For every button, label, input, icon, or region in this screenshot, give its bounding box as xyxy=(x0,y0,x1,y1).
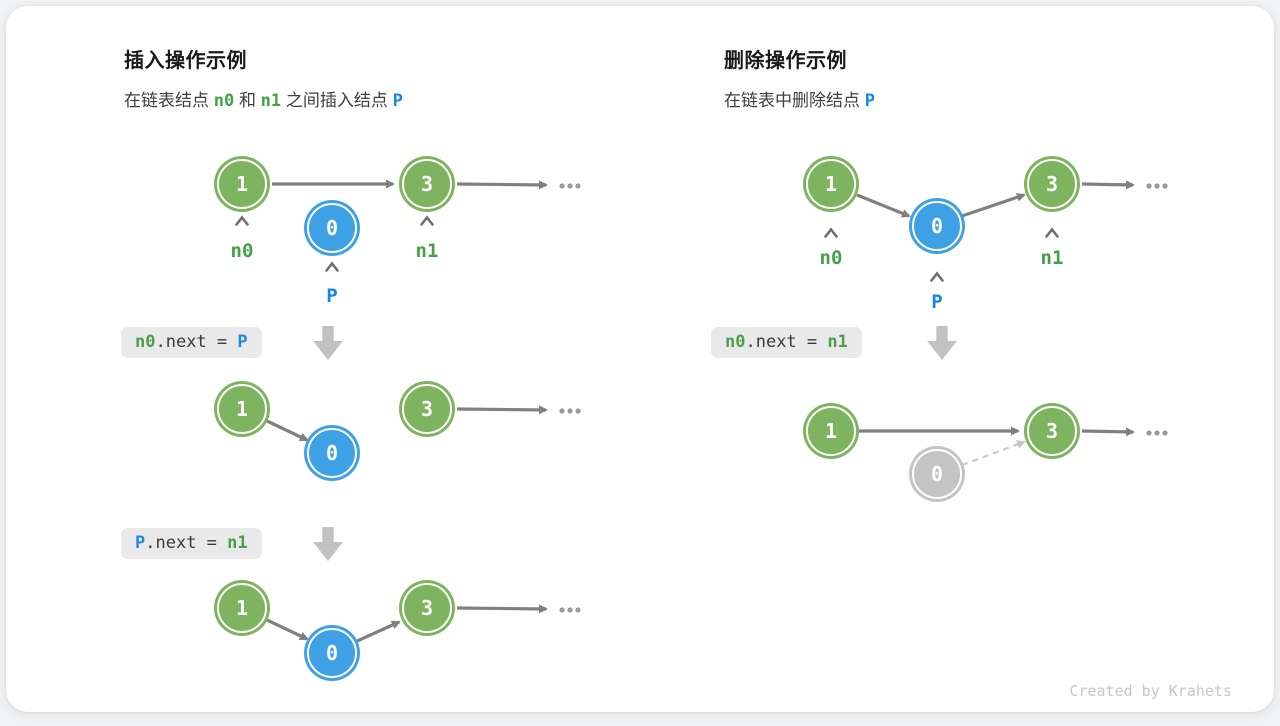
code-label-insert-step2: P.next = n1 xyxy=(121,528,262,559)
block-arrow-down-icon xyxy=(927,326,957,360)
text-token: 和 xyxy=(234,91,261,110)
text-token: 在链表结点 xyxy=(124,91,214,110)
node-value: 1 xyxy=(235,172,249,196)
delete-section-title: 删除操作示例 xyxy=(724,50,847,72)
code-token: n0 xyxy=(725,332,746,352)
list-node-1-green: 1 xyxy=(803,156,859,212)
pointer-label-n1: n1 xyxy=(415,240,439,262)
list-node-3-green: 3 xyxy=(1024,403,1080,459)
pointer-caret-icon xyxy=(235,215,249,226)
code-token: P xyxy=(237,332,248,352)
credit-text: Created by Krahets xyxy=(1069,682,1232,700)
list-node-1-green: 1 xyxy=(214,381,270,437)
node-value: 0 xyxy=(325,216,339,240)
list-node-3-green: 3 xyxy=(399,580,455,636)
pointer-caret-icon xyxy=(325,261,339,272)
node-value: 3 xyxy=(420,596,434,620)
pointer-arrow xyxy=(354,620,401,644)
code-token: n1 xyxy=(227,533,248,553)
pointer-caret-icon xyxy=(420,215,434,226)
pointer-arrow xyxy=(1081,427,1135,437)
list-node-0-blue: 0 xyxy=(909,198,965,254)
pointer-arrow xyxy=(266,419,309,442)
list-node-1-green: 1 xyxy=(214,156,270,212)
pointer-label-P: P xyxy=(931,291,943,313)
code-label-delete-step1: n0.next = n1 xyxy=(711,327,862,358)
node-value: 1 xyxy=(824,172,838,196)
node-value: 1 xyxy=(824,419,838,443)
ellipsis-dot xyxy=(1162,183,1168,189)
list-node-1-green: 1 xyxy=(214,580,270,636)
list-node-0-gray: 0 xyxy=(909,446,965,502)
code-token: P xyxy=(135,533,146,553)
text-token: 之间插入结点 xyxy=(281,91,393,110)
pointer-arrow xyxy=(1081,180,1135,190)
pointer-caret-icon xyxy=(930,271,944,282)
pointer-arrow xyxy=(456,405,548,415)
text-token: n0 xyxy=(213,91,235,111)
text-token: 在链表中删除结点 xyxy=(724,91,865,110)
node-value: 0 xyxy=(325,441,339,465)
node-value: 3 xyxy=(420,397,434,421)
code-token: n0 xyxy=(135,332,156,352)
dashed-pointer-arrow xyxy=(961,440,1026,467)
delete-section-subtitle: 在链表中删除结点 P xyxy=(724,86,875,111)
text-token: n1 xyxy=(260,91,282,111)
list-node-0-blue: 0 xyxy=(304,425,360,481)
ellipsis-dot xyxy=(567,607,573,613)
pointer-caret-icon xyxy=(824,227,838,238)
ellipsis-dot xyxy=(575,408,581,414)
ellipsis-dot xyxy=(575,607,581,613)
ellipsis-dot xyxy=(567,183,573,189)
pointer-arrow xyxy=(456,604,548,614)
ellipsis-dot xyxy=(1154,430,1160,436)
node-value: 3 xyxy=(1045,419,1059,443)
node-value: 0 xyxy=(325,641,339,665)
ellipsis-dot xyxy=(1162,430,1168,436)
code-token: .next = xyxy=(145,533,228,553)
pointer-arrow xyxy=(266,618,309,641)
ellipsis-dot xyxy=(1154,183,1160,189)
list-node-3-green: 3 xyxy=(399,156,455,212)
code-token: .next = xyxy=(745,332,828,352)
pointer-label-P: P xyxy=(326,285,338,307)
text-token: P xyxy=(392,91,403,111)
ellipsis-dot xyxy=(559,607,565,613)
pointer-arrow xyxy=(961,192,1026,218)
pointer-label-n1: n1 xyxy=(1040,247,1064,269)
list-node-0-blue: 0 xyxy=(304,625,360,681)
ellipsis-dot xyxy=(559,183,565,189)
code-token: .next = xyxy=(155,332,238,352)
code-token: n1 xyxy=(827,332,848,352)
list-node-3-green: 3 xyxy=(399,381,455,437)
insert-section-subtitle: 在链表结点 n0 和 n1 之间插入结点 P xyxy=(124,86,403,111)
ellipsis-dot xyxy=(559,408,565,414)
ellipsis-dot xyxy=(1146,183,1152,189)
pointer-arrow xyxy=(456,180,548,190)
node-value: 1 xyxy=(235,397,249,421)
pointer-arrow xyxy=(856,193,911,218)
list-node-3-green: 3 xyxy=(1024,156,1080,212)
node-value: 3 xyxy=(420,172,434,196)
pointer-caret-icon xyxy=(1045,227,1059,238)
list-node-1-green: 1 xyxy=(803,403,859,459)
list-node-0-blue: 0 xyxy=(304,200,360,256)
block-arrow-down-icon xyxy=(313,326,343,360)
pointer-label-n0: n0 xyxy=(819,247,843,269)
node-value: 3 xyxy=(1045,172,1059,196)
code-label-insert-step1: n0.next = P xyxy=(121,327,262,358)
ellipsis-dot xyxy=(575,183,581,189)
node-value: 0 xyxy=(930,214,944,238)
figure-card: 插入操作示例 在链表结点 n0 和 n1 之间插入结点 P 删除操作示例 在链表… xyxy=(6,6,1274,712)
pointer-label-n0: n0 xyxy=(230,240,254,262)
insert-section-title: 插入操作示例 xyxy=(124,50,247,72)
node-value: 0 xyxy=(930,462,944,486)
node-value: 1 xyxy=(235,596,249,620)
ellipsis-dot xyxy=(567,408,573,414)
text-token: P xyxy=(864,91,875,111)
block-arrow-down-icon xyxy=(313,527,343,561)
arrow-layer xyxy=(235,179,1168,644)
ellipsis-dot xyxy=(1146,430,1152,436)
